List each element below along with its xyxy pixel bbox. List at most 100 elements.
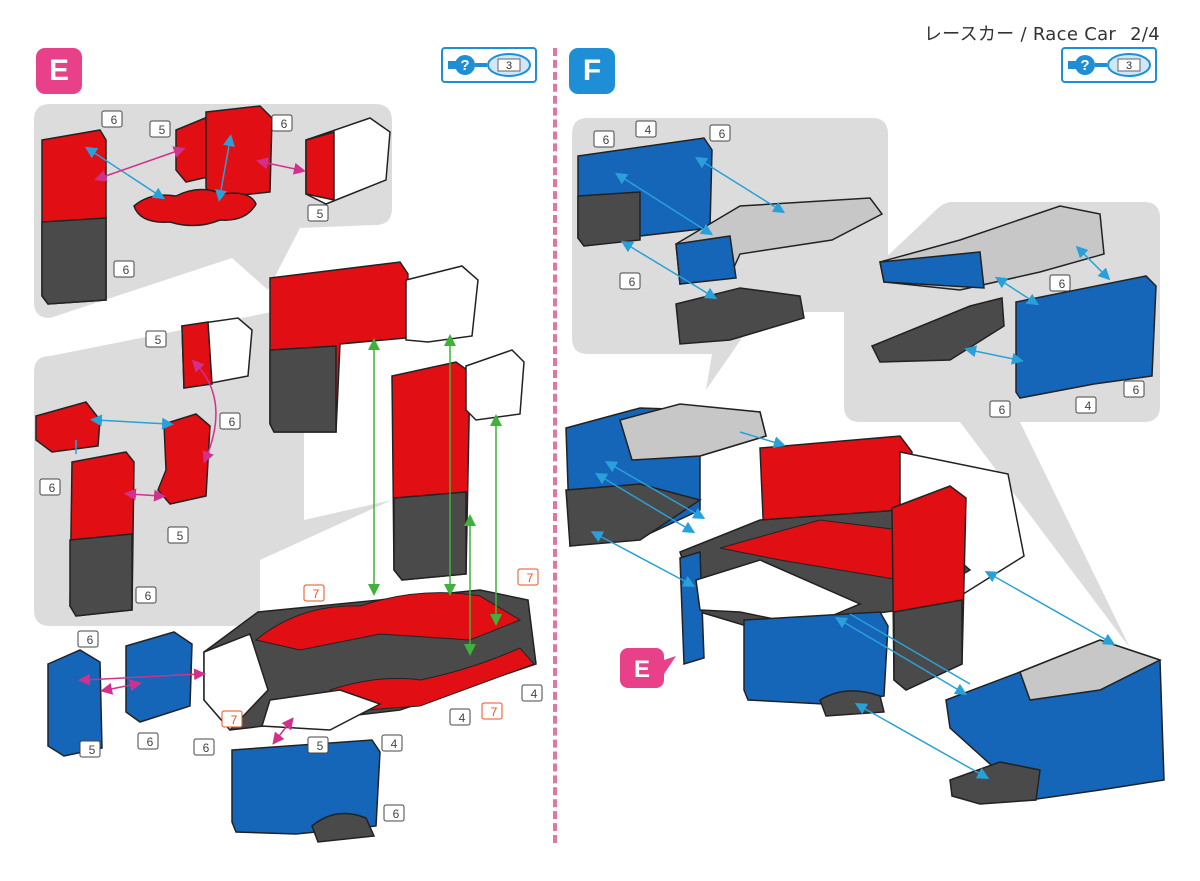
- step-letter-e: E: [48, 54, 69, 87]
- arrow-e3: [215, 134, 235, 202]
- part-label-e6: 5: [145, 330, 167, 348]
- part-label-e18: 6: [77, 630, 99, 648]
- part-label-f1: 6: [593, 130, 615, 148]
- part-label-e11: 7: [303, 584, 325, 602]
- part-label-text-e18: 6: [87, 633, 94, 647]
- arrow-f5: [1075, 245, 1111, 281]
- page-title: レースカー / Race Car: [923, 24, 1117, 45]
- part-f-dark-plate: [675, 287, 805, 345]
- part-label-e10: 6: [135, 586, 157, 604]
- part-label-e7: 6: [219, 412, 241, 430]
- hint-icon-e: ? 3: [448, 53, 531, 77]
- part-e-red-cube: [205, 105, 273, 199]
- part-label-f6: 6: [989, 400, 1011, 418]
- part-label-text-e1: 6: [111, 113, 118, 127]
- part-label-text-e16: 4: [391, 737, 398, 751]
- arrow-f9: [590, 531, 696, 587]
- arrow-e15: [272, 717, 294, 745]
- arrow-f14: [854, 703, 990, 779]
- part-e-red-column: [41, 129, 107, 305]
- arrow-e14: [100, 679, 142, 695]
- part-label-text-e20: 6: [147, 735, 154, 749]
- part-label-e12: 7: [517, 568, 539, 586]
- part-e-side-column: [391, 349, 525, 581]
- part-label-e17: 7: [481, 702, 503, 720]
- hint-box-e: ? 3: [441, 47, 537, 83]
- arrow-e13: [78, 668, 206, 686]
- part-label-e2: 5: [149, 120, 171, 138]
- part-label-text-e3: 6: [281, 117, 288, 131]
- part-label-e23: 6: [383, 804, 405, 822]
- part-label-e13: 4: [521, 684, 543, 702]
- part-label-text-e6: 5: [155, 333, 162, 347]
- part-f-right-blue-block: [1015, 275, 1157, 399]
- part-label-text-f8: 6: [1133, 383, 1140, 397]
- part-label-e14: 7: [221, 710, 243, 728]
- part-label-text-e9: 5: [177, 529, 184, 543]
- part-f-bottom-right: [945, 639, 1165, 805]
- hint-count-e: 3: [506, 60, 512, 72]
- part-label-text-e13: 4: [531, 687, 538, 701]
- arrow-f3: [620, 240, 718, 300]
- part-e-base-platform: [203, 589, 537, 732]
- arrow-f12: [834, 616, 968, 696]
- part-label-f2: 4: [635, 120, 657, 138]
- hint-count-f: 3: [1126, 60, 1132, 72]
- part-label-text-e11: 7: [313, 587, 320, 601]
- part-e-red-mid-stick: [157, 413, 211, 505]
- step-badge-f: F: [569, 48, 615, 94]
- svg-text:?: ?: [460, 57, 469, 74]
- step-badge-e: E: [36, 48, 82, 94]
- page-divider: [553, 48, 557, 843]
- part-label-f7: 4: [1075, 396, 1097, 414]
- reference-badge-e: E: [620, 648, 676, 688]
- part-label-f3: 6: [709, 124, 731, 142]
- arrow-f2: [694, 156, 786, 214]
- part-label-text-e17: 7: [491, 705, 498, 719]
- part-label-text-e7: 6: [229, 415, 236, 429]
- part-label-text-f4: 6: [629, 275, 636, 289]
- part-label-e19: 5: [79, 740, 101, 758]
- part-label-text-e10: 6: [145, 589, 152, 603]
- part-label-text-f3: 6: [719, 127, 726, 141]
- part-label-f8: 6: [1123, 380, 1145, 398]
- part-label-e22: 5: [307, 736, 329, 754]
- part-e-blue-left1: [47, 649, 103, 757]
- arrow-f1: [614, 172, 714, 236]
- part-e-white-block: [305, 117, 391, 205]
- part-label-text-e2: 5: [159, 123, 166, 137]
- part-label-f4: 6: [619, 272, 641, 290]
- part-label-text-e4: 6: [123, 263, 130, 277]
- part-label-e8: 6: [39, 478, 61, 496]
- part-label-e5: 5: [307, 204, 329, 222]
- part-e-top-arch: [269, 261, 479, 433]
- hint-icon-f: ? 3: [1068, 53, 1151, 77]
- part-label-text-e21: 6: [203, 741, 210, 755]
- part-label-e20: 6: [137, 732, 159, 750]
- part-e-red-left-small: [35, 401, 101, 453]
- part-label-e9: 5: [167, 526, 189, 544]
- part-label-text-e19: 5: [89, 743, 96, 757]
- arrow-f13: [849, 613, 971, 685]
- part-label-text-f2: 4: [645, 123, 652, 137]
- part-e-red-tall: [69, 451, 135, 617]
- page-header: レースカー / Race Car 2/4: [924, 20, 1160, 46]
- page-number: 2/4: [1130, 24, 1160, 45]
- arrow-f4: [994, 276, 1040, 306]
- part-e-blue-bottom: [231, 739, 381, 843]
- arrow-e7: [124, 488, 166, 502]
- part-label-text-f7: 4: [1085, 399, 1092, 413]
- arrow-e4: [256, 157, 306, 175]
- part-label-e1: 6: [101, 110, 123, 128]
- part-label-f5: 6: [1049, 274, 1071, 292]
- reference-badge-letter: E: [634, 656, 650, 683]
- assembly-arrows: [75, 134, 1116, 779]
- arrow-f6: [964, 345, 1024, 365]
- arrow-e6: [191, 359, 217, 464]
- svg-text:?: ?: [1080, 57, 1089, 74]
- part-label-text-f6: 6: [999, 403, 1006, 417]
- arrow-e5: [90, 414, 174, 430]
